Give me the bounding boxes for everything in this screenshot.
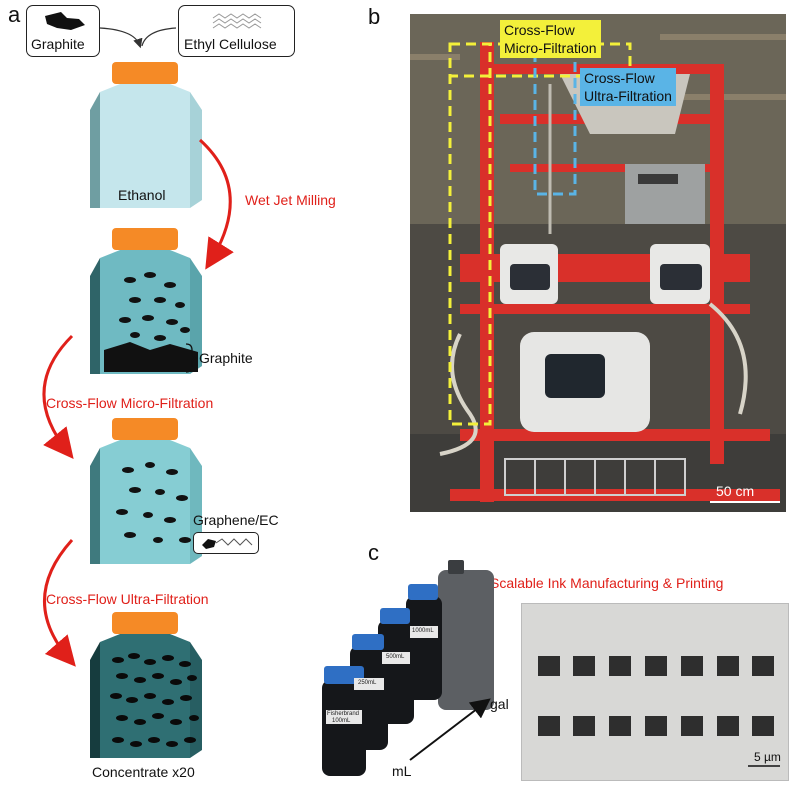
filtration-setup-photo [410,14,786,512]
arrow-wet-jet [198,138,234,270]
merge-arrow-left [99,27,143,49]
graphene-ec-annotation: Graphene/EC [193,512,279,528]
graphene-ec-icon [202,538,253,549]
printed-squares [522,604,788,780]
bottle-ethanol [90,62,202,208]
panel-b-scale-label: 50 cm [716,483,755,499]
graphite-annotation: Graphite [199,350,253,366]
bottle-brand-label: Fisherbrand [327,711,360,717]
bottles-scaleup [322,560,494,776]
bottle-milled [90,228,202,374]
wet-jet-milling-label: Wet Jet Milling [245,192,336,208]
ethanol-label: Ethanol [118,187,166,203]
printed-pattern-image [521,603,789,781]
micro-filtration-label: Cross-Flow Micro-Filtration [46,395,214,411]
ultra-filtration-callout: Cross-Flow Ultra-Filtration [580,68,676,106]
graphene-ec-icon-box [193,532,259,554]
panel-c-scale-label: 5 µm [754,750,781,764]
bottle-volume-100: 100mL [332,718,351,724]
concentrate-label: Concentrate x20 [92,764,195,780]
bottle3-flakes [116,462,191,543]
bottle4-flakes [110,653,199,747]
scalable-ink-title: Scalable Ink Manufacturing & Printing [490,575,724,591]
graphite-bracket [185,343,197,373]
axis-ml-label: mL [392,763,412,779]
ultra-filtration-label: Cross-Flow Ultra-Filtration [46,591,209,607]
graphite-label: Graphite [31,36,85,52]
arrow-micro [42,334,74,460]
panel-b-letter: b [368,4,381,29]
graphite-input-box: Graphite [26,5,100,57]
bottle-volume-250: 250mL [358,680,377,686]
polymer-chain-icon [212,13,262,29]
bottle-volume-1000: 1000mL [412,628,434,634]
panel-a-letter: a [8,2,21,27]
axis-gal-label: gal [490,696,509,712]
ethyl-cellulose-label: Ethyl Cellulose [184,36,277,52]
panel-c-letter: c [368,540,379,565]
panel-a-diagram [42,27,234,758]
bottle-concentrate [90,612,202,758]
bottle-volume-500: 500mL [386,654,405,660]
merge-arrow-right [141,27,177,47]
graphite-flake-icon [45,12,85,30]
micro-filtration-callout: Cross-Flow Micro-Filtration [500,20,601,58]
scaleup-arrow [409,698,491,761]
ethyl-cellulose-input-box: Ethyl Cellulose [178,5,295,57]
bottle2-flakes [104,272,198,372]
arrow-ultra [43,538,76,667]
filtration-setup-illustration [410,14,786,512]
